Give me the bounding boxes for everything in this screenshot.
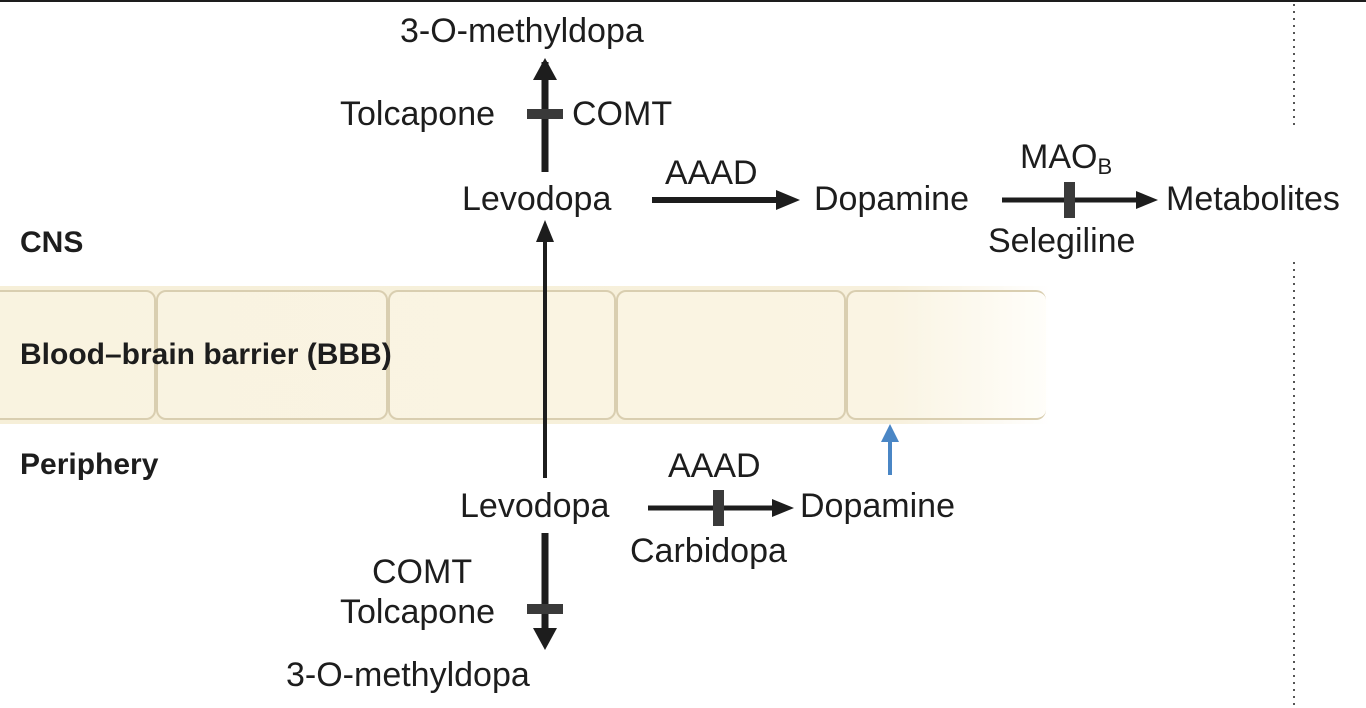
barrier-cell [616, 290, 846, 420]
barrier-cell [846, 290, 1046, 420]
region-label-periphery: Periphery [20, 448, 159, 481]
periphery-3-o-methyldopa: 3-O-methyldopa [286, 656, 530, 694]
levodopa-transport-arrowhead [536, 220, 554, 242]
cns-3-o-methyldopa: 3-O-methyldopa [400, 12, 644, 50]
region-label-bbb: Blood–brain barrier (BBB) [20, 338, 392, 371]
cns-tolcapone-label: Tolcapone [340, 95, 496, 133]
cns-comt-label: COMT [572, 95, 673, 133]
cns-aaad-label: AAAD [665, 154, 758, 192]
tolcapone-inhibitor-bar-cns [527, 109, 563, 119]
aaad-arrowhead-cns [776, 190, 800, 210]
region-label-cns: CNS [20, 226, 84, 259]
top-border-line [0, 0, 1366, 2]
cns-levodopa: Levodopa [462, 180, 612, 218]
mao-label-text: MAO [1020, 138, 1098, 176]
blood-brain-barrier-band [0, 286, 1050, 424]
barrier-cell [388, 290, 616, 420]
aaad-arrowhead-periphery [772, 499, 794, 517]
periphery-comt-label: COMT [372, 553, 473, 591]
periphery-aaad-label: AAAD [668, 447, 761, 485]
periphery-tolcapone-label: Tolcapone [340, 593, 496, 631]
cns-dopamine: Dopamine [814, 180, 969, 218]
mao-arrowhead [1136, 191, 1158, 209]
comt-arrowhead-periphery [533, 628, 557, 650]
barrier-cell [156, 290, 388, 420]
metabolites-label: Metabolites [1166, 180, 1340, 218]
carbidopa-label: Carbidopa [630, 532, 787, 570]
barrier-cell [0, 290, 156, 420]
tolcapone-inhibitor-bar-periphery [527, 604, 563, 614]
selegiline-inhibitor-bar [1064, 182, 1075, 218]
mao-b-label: MAOB [1020, 138, 1112, 178]
blocked-dopamine-arrowhead [881, 424, 899, 442]
carbidopa-inhibitor-bar [713, 490, 724, 526]
periphery-levodopa: Levodopa [460, 487, 610, 525]
mao-subscript: B [1097, 154, 1113, 179]
selegiline-label: Selegiline [988, 222, 1136, 260]
periphery-dopamine: Dopamine [800, 487, 955, 525]
comt-arrowhead-cns [533, 58, 557, 80]
